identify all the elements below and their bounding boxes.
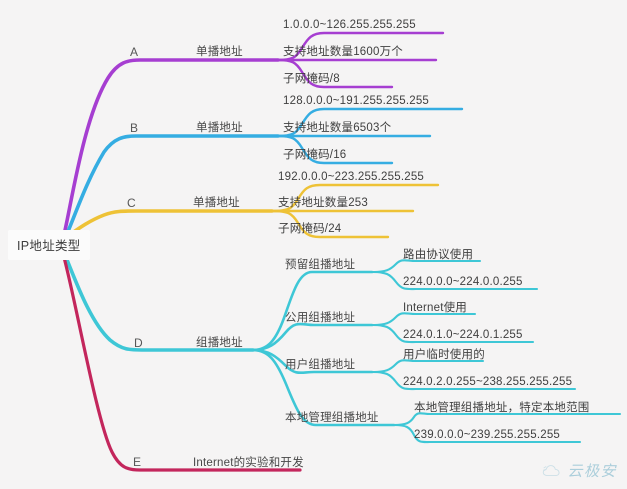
branch-category-a[interactable]: 单播地址 xyxy=(196,46,243,58)
group-d-1-name[interactable]: 预留组播地址 xyxy=(285,259,356,271)
leaf-a-3[interactable]: 子网掩码/8 xyxy=(283,73,340,85)
group-d-2-name[interactable]: 公用组播地址 xyxy=(285,312,356,324)
edge-d2-to-leaf-1 xyxy=(370,312,477,327)
edge-d3-to-leaf-1 xyxy=(370,359,485,374)
leaf-b-2[interactable]: 支持地址数量6503个 xyxy=(283,122,392,134)
leaf-d-2-2[interactable]: 224.0.1.0~224.0.1.255 xyxy=(403,329,523,341)
edge-d-to-group-2 xyxy=(251,322,374,352)
edge-root-to-d xyxy=(60,246,255,352)
branch-letter-c[interactable]: C xyxy=(127,196,136,210)
edge-root-to-b xyxy=(60,134,280,247)
branch-letter-d[interactable]: D xyxy=(134,336,143,350)
branch-category-e[interactable]: Internet的实验和开发 xyxy=(193,457,304,469)
leaf-b-1[interactable]: 128.0.0.0~191.255.255.255 xyxy=(283,95,430,107)
watermark-text: 云极安 xyxy=(567,464,617,480)
root-node[interactable]: IP地址类型 xyxy=(8,230,90,260)
edge-d4-to-leaf-1 xyxy=(392,412,622,427)
leaf-d-2-1[interactable]: Internet使用 xyxy=(403,302,467,314)
leaf-d-4-1[interactable]: 本地管理组播地址，特定本地范围 xyxy=(414,402,590,414)
leaf-a-2[interactable]: 支持地址数量1600万个 xyxy=(283,46,403,58)
cloud-icon xyxy=(543,464,561,476)
leaf-c-2[interactable]: 支持地址数量253 xyxy=(278,197,368,209)
watermark: 云极安 xyxy=(542,460,617,481)
leaf-d-4-2[interactable]: 239.0.0.0~239.255.255.255 xyxy=(414,429,561,441)
leaf-c-3[interactable]: 子网掩码/24 xyxy=(278,223,342,235)
edge-root-to-a xyxy=(60,58,280,245)
leaf-d-1-2[interactable]: 224.0.0.0~224.0.0.255 xyxy=(403,276,523,288)
branch-category-c[interactable]: 单播地址 xyxy=(193,197,240,209)
leaf-c-1[interactable]: 192.0.0.0~223.255.255.255 xyxy=(278,171,425,183)
edge-d1-to-leaf-1 xyxy=(370,259,482,274)
branch-letter-e[interactable]: E xyxy=(133,455,142,469)
edge-root-to-e xyxy=(60,248,302,472)
leaf-d-3-1[interactable]: 用户临时使用的 xyxy=(403,349,485,361)
branch-category-b[interactable]: 单播地址 xyxy=(196,122,243,134)
group-d-3-name[interactable]: 用户组播地址 xyxy=(285,359,356,371)
branch-letter-b[interactable]: B xyxy=(130,121,139,135)
leaf-a-1[interactable]: 1.0.0.0~126.255.255.255 xyxy=(283,19,416,31)
edge-root-to-c xyxy=(60,209,274,242)
leaf-b-3[interactable]: 子网掩码/16 xyxy=(283,149,347,161)
branch-category-d[interactable]: 组播地址 xyxy=(196,337,243,349)
branch-letter-a[interactable]: A xyxy=(130,45,139,59)
group-d-4-name[interactable]: 本地管理组播地址 xyxy=(285,412,379,424)
leaf-d-3-2[interactable]: 224.0.2.0.255~238.255.255.255 xyxy=(403,376,573,388)
leaf-d-1-1[interactable]: 路由协议使用 xyxy=(403,249,474,261)
